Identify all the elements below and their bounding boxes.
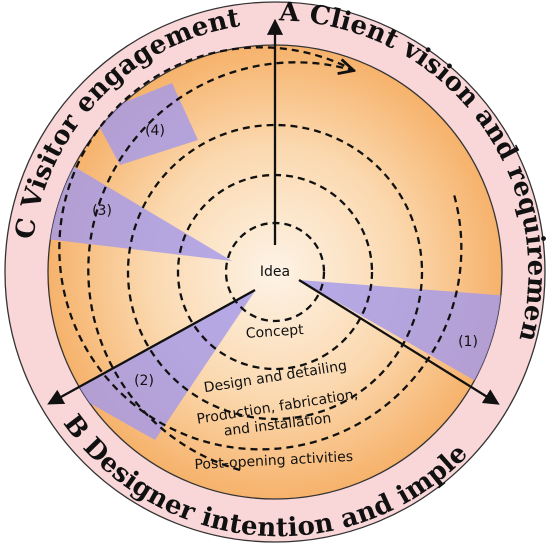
stage-concept: Concept	[245, 322, 304, 342]
axis-c-arrow	[47, 288, 256, 405]
marker-1: (1)	[458, 334, 478, 350]
wedge-1	[299, 280, 502, 395]
marker-4: (4)	[145, 123, 165, 139]
wedge-3	[48, 157, 232, 261]
axis-b-arrow	[298, 279, 500, 405]
marker-2: (2)	[134, 373, 154, 389]
ring-design	[126, 123, 424, 421]
marker-3: (3)	[92, 203, 112, 219]
ring-post-opening-arrow	[87, 62, 352, 472]
wedge-2	[70, 291, 255, 440]
center-label: Idea	[260, 264, 290, 280]
